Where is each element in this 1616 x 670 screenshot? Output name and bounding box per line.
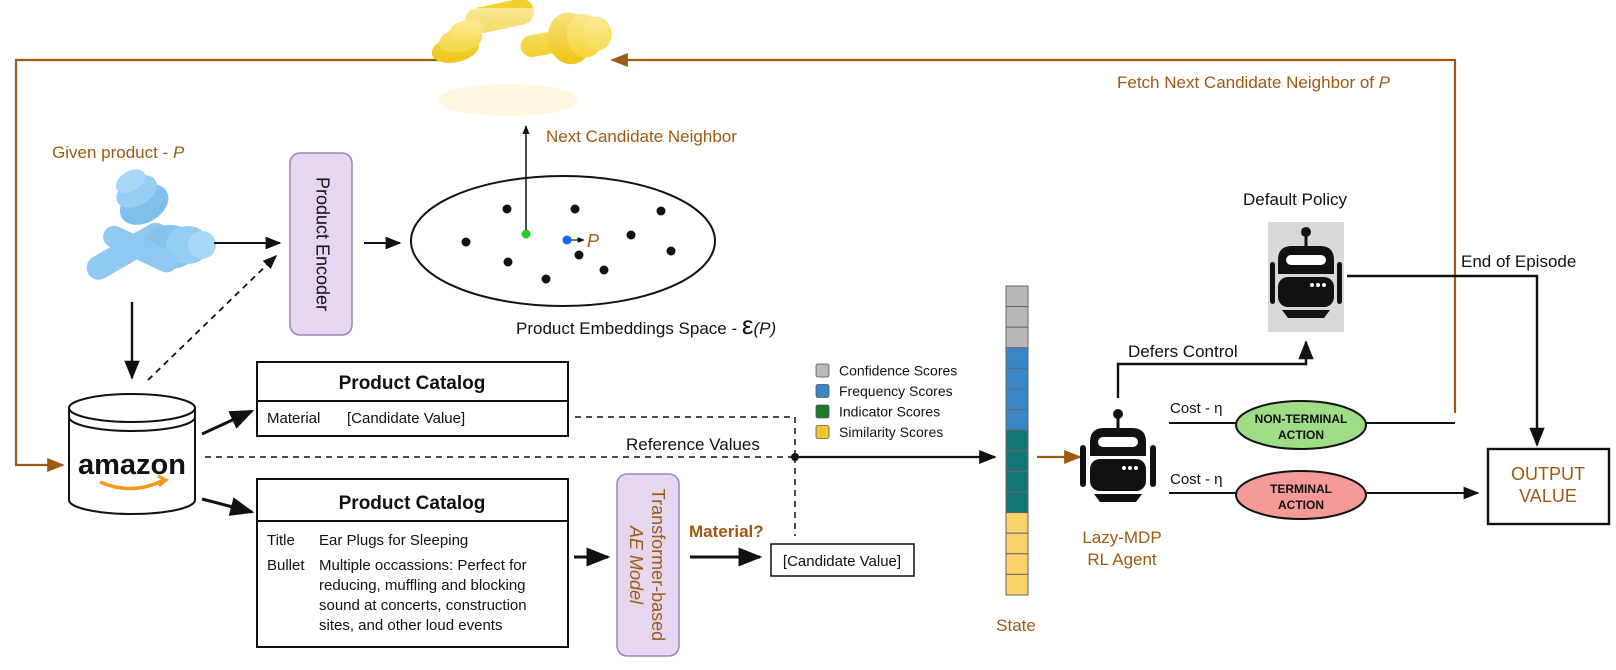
given-product-label: Given product - P xyxy=(52,143,185,162)
catalog-top-material-value: [Candidate Value] xyxy=(347,410,465,427)
defers-control-arrow xyxy=(1116,340,1314,398)
catalog-bullet-line: reducing, muffling and blocking xyxy=(319,577,526,594)
amazon-logo-text: amazon xyxy=(78,449,186,481)
amazon-to-catalog-bottom-arrow xyxy=(201,497,255,516)
next-candidate-label: Next Candidate Neighbor xyxy=(546,127,737,146)
state-cell xyxy=(1005,388,1029,411)
catalog-top-material-key: Material xyxy=(267,410,320,427)
state-cell xyxy=(1005,367,1029,390)
catalog-top-title: Product Catalog xyxy=(339,373,486,394)
legend-swatch xyxy=(815,404,830,419)
reference-values-label: Reference Values xyxy=(626,435,760,454)
transformer-ae-model: Transformer-basedAE Model xyxy=(616,473,680,657)
state-label: State xyxy=(996,616,1036,635)
embeddings-space-label: Product Embeddings Space - ε(P) xyxy=(516,310,776,340)
embedding-points xyxy=(461,204,676,284)
legend-label: Confidence Scores xyxy=(839,363,957,379)
legend-label: Frequency Scores xyxy=(839,383,953,399)
state-cell xyxy=(1005,470,1029,493)
blue-earplug-icon xyxy=(86,169,216,280)
yellow-earplug-icon xyxy=(430,0,612,116)
state-cell xyxy=(1005,347,1029,369)
amazon-to-encoder-dashed-arrow xyxy=(147,254,278,381)
state-cell xyxy=(1005,512,1029,534)
state-cell xyxy=(1005,553,1029,575)
amazon-smile-icon xyxy=(99,478,165,491)
end-of-episode-label: End of Episode xyxy=(1461,252,1576,271)
catalog-bullet-line: Multiple occassions: Perfect for xyxy=(319,557,527,574)
material-question-label: Material? xyxy=(689,522,764,541)
point-p-label: P xyxy=(587,231,599,251)
product-catalog-top: Product Catalog Material [Candidate Valu… xyxy=(256,361,569,437)
transformer-label: Transformer-basedAE Model xyxy=(626,489,668,641)
legend-label: Similarity Scores xyxy=(839,424,943,440)
given-product-point xyxy=(562,235,572,245)
amazon-database: amazon xyxy=(68,393,196,515)
state-cell xyxy=(1005,429,1029,452)
state-cell xyxy=(1005,285,1029,308)
robot-agent-icon xyxy=(1080,409,1156,502)
product-encoder-block: Product Encoder xyxy=(289,152,353,336)
state-cell xyxy=(1005,450,1029,472)
state-cell xyxy=(1005,306,1029,328)
state-cell xyxy=(1005,409,1029,431)
catalog-title-key: Title xyxy=(267,532,295,549)
catalog-bullet-line: sites, and other loud events xyxy=(319,617,502,634)
svg-text:[Candidate Value]: [Candidate Value] xyxy=(783,553,901,570)
embeddings-space: P xyxy=(410,175,716,307)
default-policy-robot-icon xyxy=(1268,222,1344,332)
state-cell xyxy=(1005,532,1029,555)
catalog-bullet-key: Bullet xyxy=(267,557,305,574)
state-vector xyxy=(1005,285,1029,596)
fetch-next-label: Fetch Next Candidate Neighbor of P xyxy=(1117,73,1391,92)
catalog-bottom-title: Product Catalog xyxy=(339,493,486,514)
next-candidate-point xyxy=(521,229,531,239)
reference-dashed-lines xyxy=(205,416,796,536)
catalog-title-value: Ear Plugs for Sleeping xyxy=(319,532,468,549)
catalog-bullet-line: sound at concerts, construction xyxy=(319,597,527,614)
cost-eta-non-terminal: Cost - η xyxy=(1170,400,1223,417)
state-cell xyxy=(1005,573,1029,596)
product-encoder-label: Product Encoder xyxy=(312,177,332,311)
state-cell xyxy=(1005,491,1029,514)
cost-eta-terminal: Cost - η xyxy=(1170,471,1223,488)
amazon-to-catalog-top-arrow xyxy=(201,409,255,436)
junction-dot xyxy=(791,453,799,461)
default-policy-label: Default Policy xyxy=(1243,190,1347,209)
defers-control-label: Defers Control xyxy=(1128,342,1238,361)
end-of-episode-arrow xyxy=(1347,274,1545,447)
legend-label: Indicator Scores xyxy=(839,404,940,420)
fetch-next-loop xyxy=(14,52,1457,473)
state-cell xyxy=(1005,326,1029,349)
legend-swatch xyxy=(815,384,830,398)
legend-swatch xyxy=(815,363,830,378)
product-catalog-bottom: Product Catalog Title Ear Plugs for Slee… xyxy=(256,478,569,648)
legend-swatch xyxy=(815,425,830,439)
candidate-value-box: [Candidate Value] xyxy=(770,543,915,577)
